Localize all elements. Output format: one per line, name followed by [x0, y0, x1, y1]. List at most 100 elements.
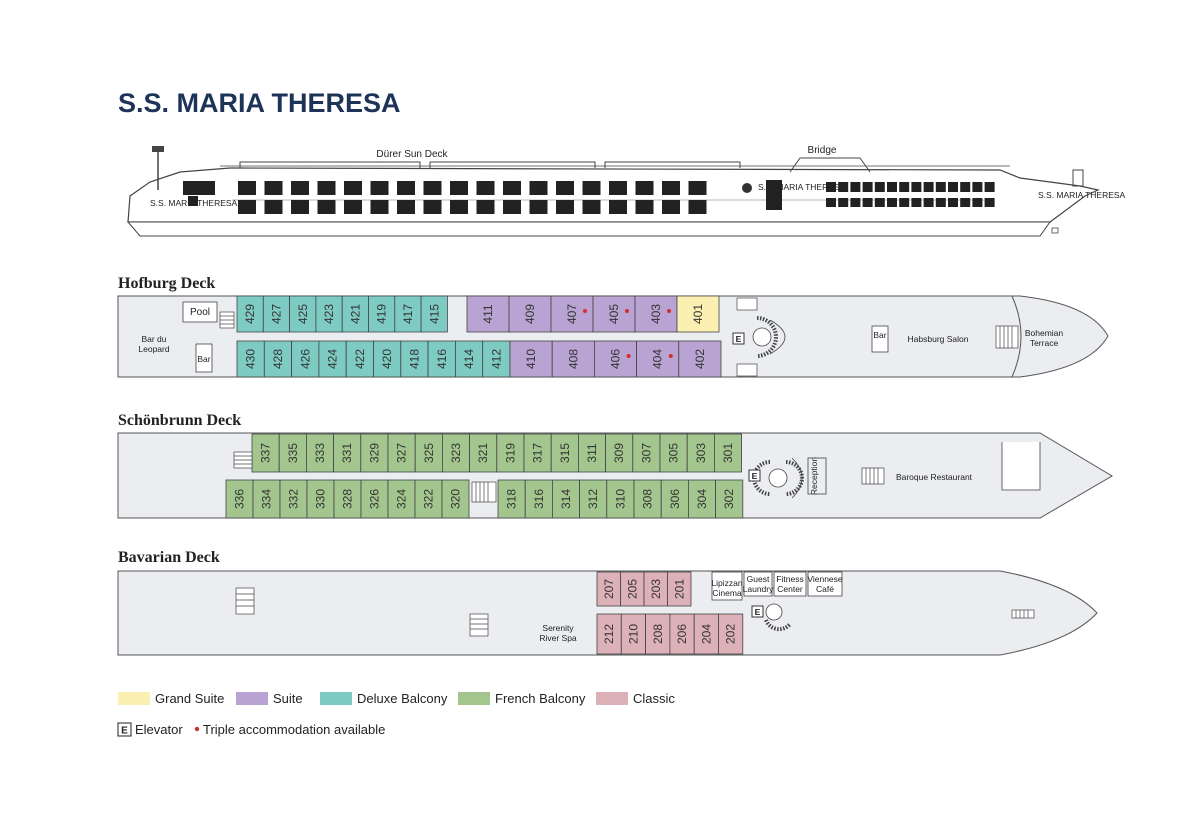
cabin-407[interactable] [550, 295, 594, 333]
porthole-window [874, 182, 885, 192]
cabin-number: 330 [314, 489, 328, 509]
cabin-310[interactable] [606, 479, 635, 519]
porthole-window [923, 198, 934, 207]
cabin-324[interactable] [387, 479, 416, 519]
cabin-405[interactable] [592, 295, 636, 333]
porthole-window [899, 198, 910, 207]
logo-icon [742, 183, 752, 193]
cabin-number: 210 [626, 624, 640, 644]
porthole-window [183, 181, 215, 195]
cabin-418[interactable] [400, 340, 429, 378]
legend-elevator-icon [117, 722, 132, 737]
legend-label-triple: Triple accommodation available [203, 722, 385, 737]
cabin-423[interactable] [315, 295, 343, 333]
cabin-number: 428 [271, 349, 285, 369]
cabin-305[interactable] [659, 433, 688, 473]
cabin-309[interactable] [605, 433, 634, 473]
cabin-number: 401 [691, 304, 705, 324]
anchor-icon [1051, 227, 1059, 234]
hull-lower [126, 221, 1051, 237]
porthole-window [935, 182, 946, 192]
cabin-315[interactable] [550, 433, 579, 473]
porthole-window [423, 200, 442, 214]
cabin-422[interactable] [345, 340, 374, 378]
elevator-icon [748, 469, 761, 482]
cabin-304[interactable] [688, 479, 717, 519]
habsburg-salon-label: Habsburg Salon [908, 334, 969, 344]
cabin-308[interactable] [633, 479, 662, 519]
cabin-409[interactable] [508, 295, 552, 333]
serenity-label-1: Serenity [542, 623, 574, 633]
cabin-314[interactable] [552, 479, 581, 519]
cabin-number: 322 [422, 489, 436, 509]
cabin-415[interactable] [420, 295, 448, 333]
cabin-429[interactable] [236, 295, 264, 333]
cabin-201[interactable] [667, 571, 692, 607]
cabin-403[interactable] [634, 295, 678, 333]
cabin-331[interactable] [333, 433, 362, 473]
cabin-318[interactable] [497, 479, 526, 519]
cabin-317[interactable] [523, 433, 552, 473]
cabin-427[interactable] [262, 295, 290, 333]
deck-title-hofburg: Hofburg Deck [118, 275, 215, 292]
cabin-329[interactable] [360, 433, 389, 473]
porthole-window [935, 198, 946, 207]
cabin-311[interactable] [578, 433, 607, 473]
bar-forward-label: Bar [873, 330, 886, 340]
cabin-312[interactable] [579, 479, 608, 519]
cabin-204[interactable] [693, 613, 719, 655]
cabin-411[interactable] [466, 295, 510, 333]
cabin-424[interactable] [318, 340, 347, 378]
cabin-number: 414 [462, 349, 476, 369]
cabin-206[interactable] [669, 613, 695, 655]
cabin-number: 207 [602, 579, 616, 599]
cabin-319[interactable] [496, 433, 525, 473]
porthole-window [450, 200, 468, 214]
cabin-number: 424 [326, 349, 340, 369]
porthole-window [899, 182, 910, 192]
porthole-window [344, 200, 362, 214]
cabin-401[interactable] [676, 295, 720, 333]
cabin-332[interactable] [279, 479, 308, 519]
cabin-number: 320 [449, 489, 463, 509]
cabin-430[interactable] [236, 340, 265, 378]
cabin-323[interactable] [441, 433, 470, 473]
cabin-336[interactable] [225, 479, 254, 519]
legend-label-grand-suite: Grand Suite [155, 691, 224, 706]
cabin-328[interactable] [333, 479, 362, 519]
elevator-icon [732, 332, 745, 345]
cabin-426[interactable] [291, 340, 320, 378]
cabin-421[interactable] [341, 295, 369, 333]
elevator-letter: E [752, 471, 758, 481]
cabin-210[interactable] [620, 613, 646, 655]
cabin-417[interactable] [394, 295, 422, 333]
cabin-301[interactable] [714, 433, 743, 473]
cabin-330[interactable] [306, 479, 335, 519]
cabin-333[interactable] [305, 433, 334, 473]
cabin-302[interactable] [715, 479, 744, 519]
cabin-number: 206 [675, 624, 689, 644]
elevator-icon [751, 605, 764, 618]
cabin-306[interactable] [660, 479, 689, 519]
cabin-202[interactable] [718, 613, 744, 655]
atrium-stairs-icon [736, 297, 786, 377]
porthole-window [397, 181, 415, 195]
guest-label-1: Guest [747, 574, 770, 584]
cabin-303[interactable] [686, 433, 715, 473]
legend-swatch-suite [236, 692, 268, 705]
cabin-320[interactable] [441, 479, 470, 519]
pool-box [182, 301, 218, 323]
cabin-428[interactable] [263, 340, 292, 378]
cabin-402[interactable] [678, 340, 722, 378]
cabin-327[interactable] [387, 433, 416, 473]
cabin-334[interactable] [252, 479, 281, 519]
cabin-number: 419 [375, 304, 389, 324]
porthole-window [370, 181, 389, 195]
cabin-404[interactable] [636, 340, 680, 378]
cabin-316[interactable] [524, 479, 553, 519]
bohemian-terrace-label-1: Bohemian [1025, 328, 1064, 338]
cabin-number: 416 [435, 349, 449, 369]
porthole-window [826, 182, 836, 192]
cabin-208[interactable] [645, 613, 671, 655]
